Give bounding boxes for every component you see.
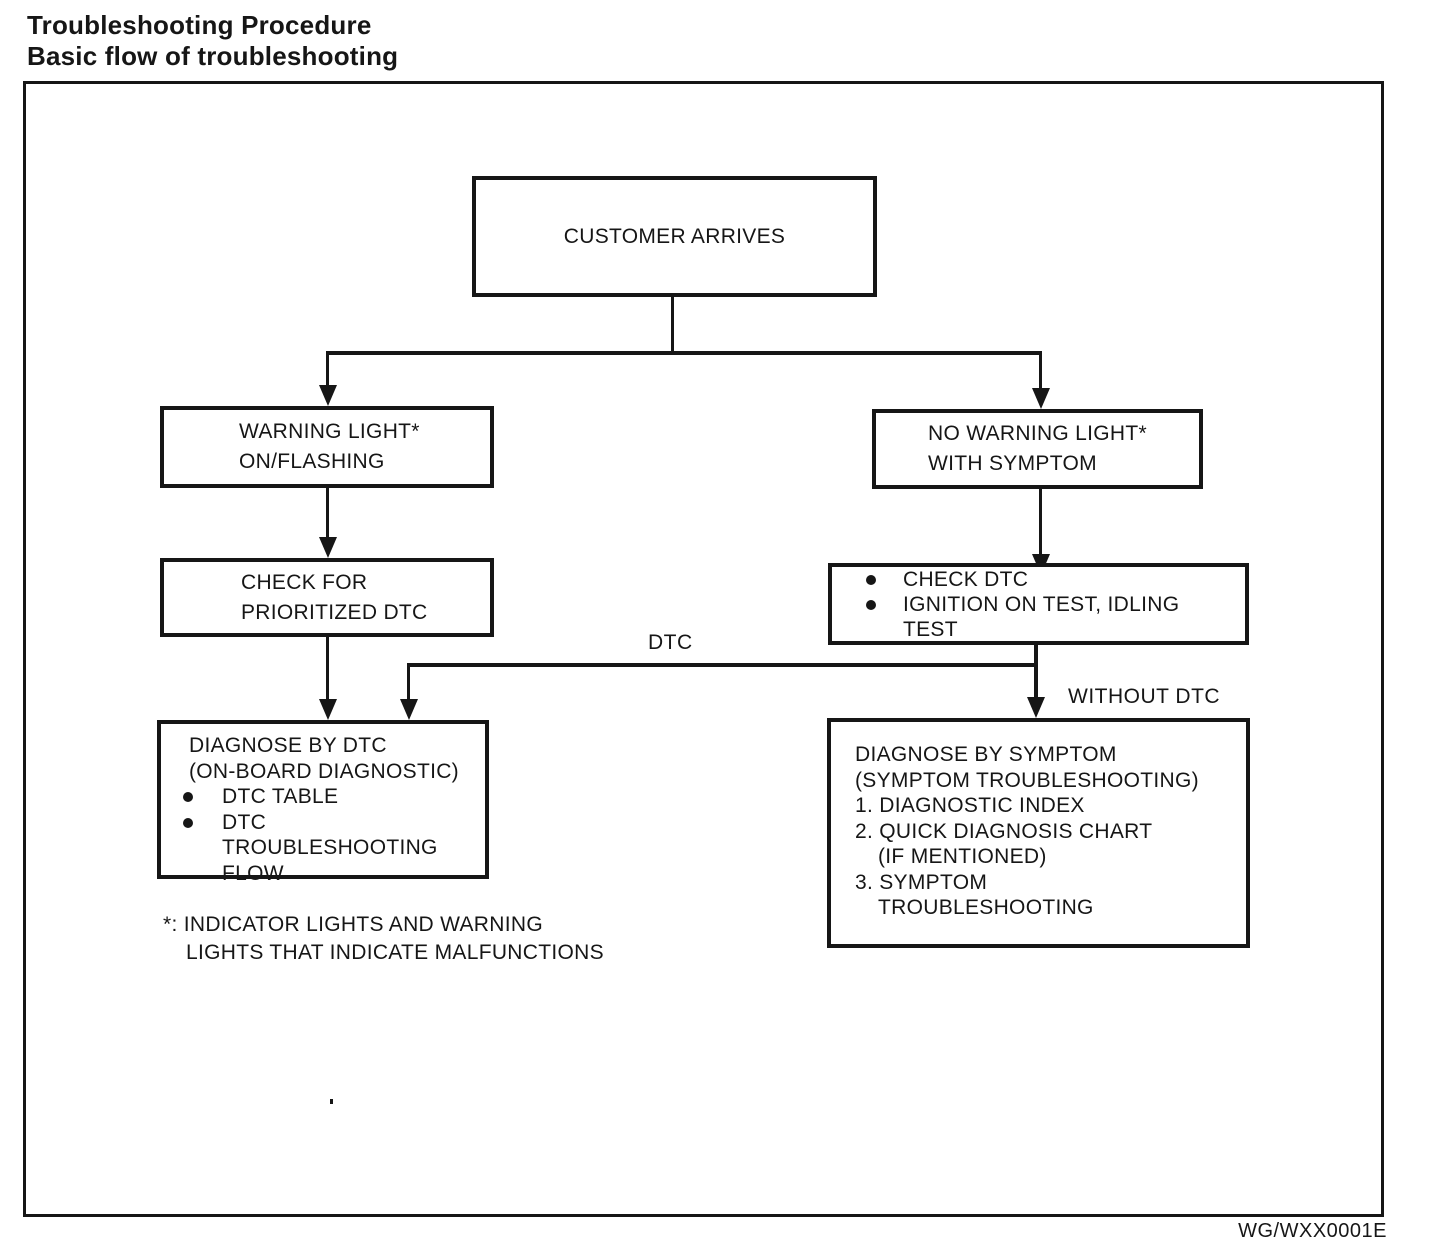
- bullet-text: CHECK DTC: [903, 567, 1029, 591]
- numbered-item-continued: (IF MENTIONED): [878, 845, 1047, 868]
- page-subtitle: Basic flow of troubleshooting: [27, 41, 399, 71]
- connector-no-warning-to-checkdtc-line: [1039, 487, 1042, 559]
- scan-speck: [330, 1099, 333, 1104]
- node-check-dtc: CHECK DTC IGNITION ON TEST, IDLING TEST: [828, 563, 1249, 645]
- bullet-text-continued: TROUBLESHOOTING: [222, 836, 438, 859]
- bullet-text: DTC: [222, 810, 267, 834]
- connector-check-to-diagnose-line: [326, 635, 329, 705]
- arrowhead-down-icon: [400, 699, 418, 720]
- bullet-text: IGNITION ON TEST, IDLING: [903, 592, 1180, 616]
- numbered-item-continued: TROUBLESHOOTING: [878, 896, 1094, 919]
- node-label-line: ON/FLASHING: [239, 450, 385, 473]
- connector-warning-to-check-line: [326, 486, 329, 542]
- node-no-warning-light: NO WARNING LIGHT* WITH SYMPTOM: [872, 409, 1203, 489]
- node-diagnose-by-dtc: DIAGNOSE BY DTC (ON-BOARD DIAGNOSTIC) DT…: [157, 720, 489, 885]
- node-title-line: (SYMPTOM TROUBLESHOOTING): [855, 768, 1199, 792]
- footnote-line: *: INDICATOR LIGHTS AND WARNING: [163, 913, 543, 936]
- bullet-icon: [866, 574, 876, 585]
- bullet-icon: [183, 817, 193, 828]
- node-label-line: WITH SYMPTOM: [928, 452, 1097, 475]
- bullet-text-continued: FLOW: [222, 861, 284, 885]
- bullet-row: CHECK DTC: [866, 567, 1245, 592]
- arrowhead-down-icon: [319, 699, 337, 720]
- node-title-line: DIAGNOSE BY DTC: [189, 734, 387, 757]
- node-label-line: WARNING LIGHT*: [239, 420, 420, 443]
- figure-code: WG/WXX0001E: [1238, 1220, 1387, 1242]
- node-label-line: CHECK FOR: [241, 570, 368, 594]
- node-title-line: DIAGNOSE BY SYMPTOM: [855, 743, 1117, 766]
- arrowhead-down-icon: [319, 537, 337, 558]
- node-customer-arrives: CUSTOMER ARRIVES: [472, 176, 877, 297]
- footnote-line: LIGHTS THAT INDICATE MALFUNCTIONS: [186, 941, 604, 964]
- node-diagnose-by-symptom: DIAGNOSE BY SYMPTOM (SYMPTOM TROUBLESHOO…: [827, 718, 1250, 948]
- node-label-line: NO WARNING LIGHT*: [928, 422, 1147, 445]
- page-heading: Troubleshooting Procedure Basic flow of …: [27, 10, 398, 72]
- bullet-icon: [866, 599, 876, 610]
- arrowhead-down-icon: [1027, 697, 1045, 718]
- diagram-frame: [23, 81, 1384, 1217]
- numbered-item: 2. QUICK DIAGNOSIS CHART: [855, 819, 1153, 843]
- connector-dtc-drop-line: [407, 663, 410, 701]
- arrowhead-down-icon: [1032, 388, 1050, 409]
- connector-to-no-warning-light-line: [1039, 351, 1042, 393]
- bullet-icon: [183, 792, 193, 802]
- bullet-row: DTC TROUBLESHOOTING FLOW: [183, 810, 479, 887]
- edge-label-dtc: DTC: [648, 631, 693, 654]
- bullet-row: DTC TABLE: [183, 784, 479, 810]
- node-check-prioritized-dtc: CHECK FOR PRIORITIZED DTC: [160, 558, 494, 637]
- footnote: *: INDICATOR LIGHTS AND WARNING LIGHTS T…: [163, 911, 604, 967]
- connector-split-bar-line: [326, 351, 1042, 355]
- node-label: CUSTOMER ARRIVES: [563, 224, 786, 248]
- connector-customer-to-split-line: [671, 297, 674, 354]
- bullet-row: IGNITION ON TEST, IDLING TEST: [866, 592, 1245, 642]
- numbered-item: 1. DIAGNOSTIC INDEX: [855, 794, 1085, 817]
- connector-checkdtc-stem-line: [1034, 643, 1038, 699]
- edge-label-without-dtc: WITHOUT DTC: [1068, 685, 1221, 708]
- bullet-text: DTC TABLE: [222, 785, 339, 808]
- connector-dtc-branch-line: [407, 663, 1037, 667]
- node-label-line: PRIORITIZED DTC: [241, 600, 428, 624]
- node-title-line: (ON-BOARD DIAGNOSTIC): [189, 759, 459, 783]
- connector-to-warning-light-line: [326, 351, 329, 391]
- numbered-item: 3. SYMPTOM: [855, 870, 988, 894]
- arrowhead-down-icon: [319, 385, 337, 406]
- page-title: Troubleshooting Procedure: [27, 10, 372, 40]
- node-warning-light: WARNING LIGHT* ON/FLASHING: [160, 406, 494, 488]
- bullet-text-continued: TEST: [903, 617, 958, 641]
